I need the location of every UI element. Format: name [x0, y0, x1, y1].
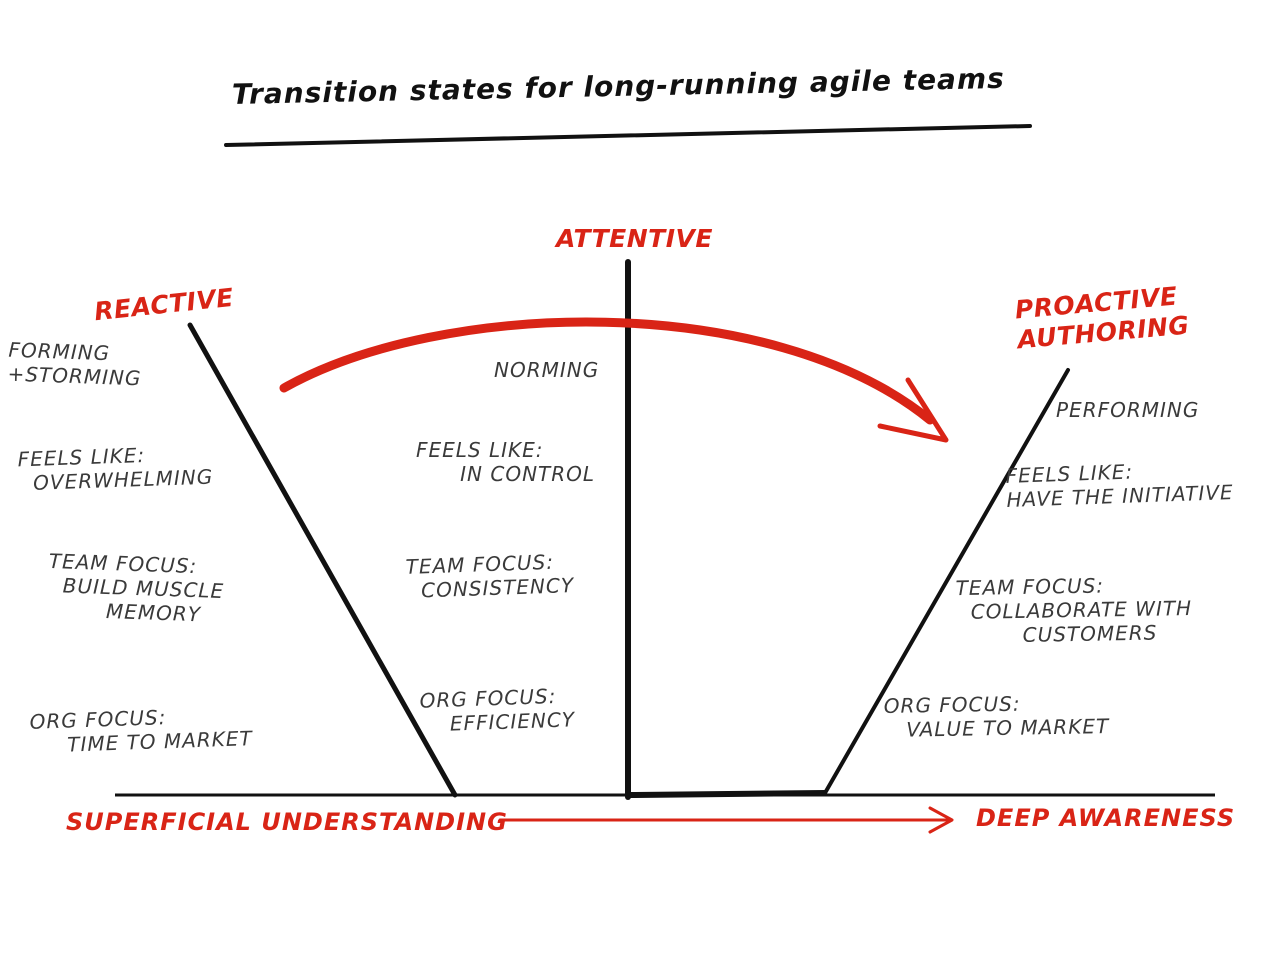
proactive-team-focus: Team focus: collaborate with customers [955, 573, 1193, 649]
reactive-team-focus: Team focus: build muscle memory [46, 548, 225, 627]
state-attentive: Attentive [556, 224, 713, 253]
axis-left-label: Superficial understanding [66, 808, 508, 836]
proactive-feels: Feels like: have the initiative [1005, 459, 1234, 512]
proactive-line [823, 368, 1070, 795]
attentive-team-focus: Team focus: consistency [405, 549, 575, 603]
attentive-stage: Norming [494, 358, 600, 382]
reactive-line [187, 322, 458, 798]
progression-arc [279, 317, 935, 425]
attentive-feels: Feels like: in control [416, 438, 596, 486]
baseline-thick-segment [629, 790, 826, 798]
awareness-arrow-head [928, 806, 954, 834]
reactive-stage: Forming +Storming [7, 337, 142, 391]
axis-right-label: Deep awareness [976, 804, 1236, 832]
attentive-org-focus: Org focus: efficiency [419, 683, 576, 737]
reactive-org-focus: Org focus: time to market [29, 705, 254, 758]
progression-arc-head [877, 377, 949, 443]
title-underline [224, 124, 1032, 147]
proactive-stage: Performing [1056, 398, 1200, 422]
proactive-org-focus: Org focus: value to market [883, 691, 1110, 742]
reactive-feels: Feels like: overwhelming [17, 442, 214, 496]
